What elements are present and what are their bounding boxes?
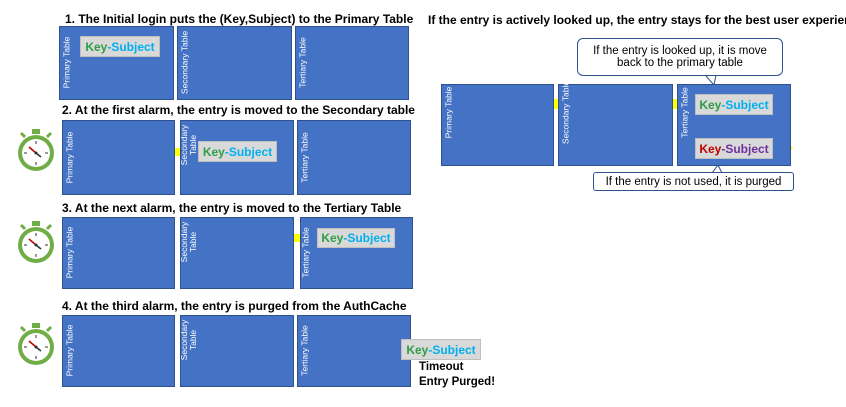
entry-separator: -: [721, 141, 726, 156]
entry-key: Key: [406, 342, 429, 357]
table-label: Tertiary Table: [297, 37, 308, 88]
entry-purged-label: Entry Purged!: [419, 376, 496, 388]
entry-key: Key: [85, 39, 108, 54]
lookup-callout: If the entry is looked up, it is move ba…: [577, 38, 783, 76]
step-4-heading: 4. At the third alarm, the entry is purg…: [62, 299, 407, 313]
table-label: Secondary Table: [560, 80, 571, 145]
table-label: Tertiary Table: [300, 227, 311, 278]
entry-subject: Subject: [228, 144, 273, 159]
secondary-table: Secondary Table: [558, 81, 673, 166]
table-label: Tertiary Table: [299, 132, 310, 183]
key-subject-entry: Key-Subject: [401, 339, 481, 360]
primary-table: Primary Table: [62, 120, 175, 195]
tertiary-table: Tertiary Table: [297, 315, 411, 387]
stopwatch-icon: [16, 127, 56, 173]
stopwatch-icon: [16, 321, 56, 367]
step-3-heading: 3. At the next alarm, the entry is moved…: [62, 201, 402, 215]
table-label: Secondary Table: [179, 221, 198, 263]
tertiary-table: Tertiary Table: [297, 120, 411, 195]
timeout-label: Timeout: [419, 361, 464, 373]
table-label: Tertiary Table: [299, 325, 310, 376]
step-2-heading: 2. At the first alarm, the entry is move…: [62, 103, 415, 117]
table-label: Tertiary Table: [679, 87, 690, 138]
entry-separator: -: [721, 97, 726, 112]
primary-table: Primary Table: [441, 84, 554, 166]
key-subject-entry: Key-Subject: [317, 228, 395, 248]
stale-key-subject-entry: Key-Subject: [695, 138, 773, 159]
right-panel-heading: If the entry is actively looked up, the …: [428, 13, 846, 27]
entry-separator: -: [107, 39, 112, 54]
entry-separator: -: [343, 231, 348, 245]
entry-separator: -: [428, 342, 433, 357]
secondary-table: Secondary Table: [177, 26, 292, 100]
stopwatch-icon: [16, 219, 56, 265]
table-label: Primary Table: [64, 226, 75, 279]
entry-subject: Subject: [432, 342, 476, 357]
purged-note: Timeout Entry Purged!: [419, 360, 495, 390]
key-subject-entry: Key-Subject: [198, 141, 277, 162]
entry-key: Key: [202, 144, 225, 159]
entry-subject: Subject: [111, 39, 155, 54]
table-label: Primary Table: [443, 86, 454, 139]
entry-separator: -: [224, 144, 229, 159]
table-label: Secondary Table: [179, 319, 198, 361]
table-label: Primary Table: [61, 36, 72, 89]
step-1-heading: 1. The Initial login puts the (Key,Subje…: [65, 12, 414, 26]
tertiary-table: Tertiary Table: [295, 26, 409, 100]
table-label: Secondary Table: [179, 30, 190, 95]
entry-key: Key: [699, 141, 722, 156]
secondary-table: Secondary Table: [179, 217, 294, 289]
entry-subject: Subject: [725, 141, 769, 156]
entry-key: Key: [699, 97, 722, 112]
table-label: Primary Table: [64, 324, 75, 377]
unused-callout: If the entry is not used, it is purged: [593, 172, 794, 191]
table-label: Primary Table: [64, 131, 75, 184]
entry-subject: Subject: [347, 231, 391, 245]
secondary-table: Secondary Table: [179, 315, 294, 387]
key-subject-entry: Key-Subject: [80, 36, 160, 57]
entry-key: Key: [321, 231, 344, 245]
table-label: Secondary Table: [179, 124, 198, 166]
primary-table: Primary Table: [62, 315, 175, 387]
entry-subject: Subject: [725, 97, 769, 112]
key-subject-entry: Key-Subject: [695, 94, 773, 115]
primary-table: Primary Table: [62, 217, 175, 289]
